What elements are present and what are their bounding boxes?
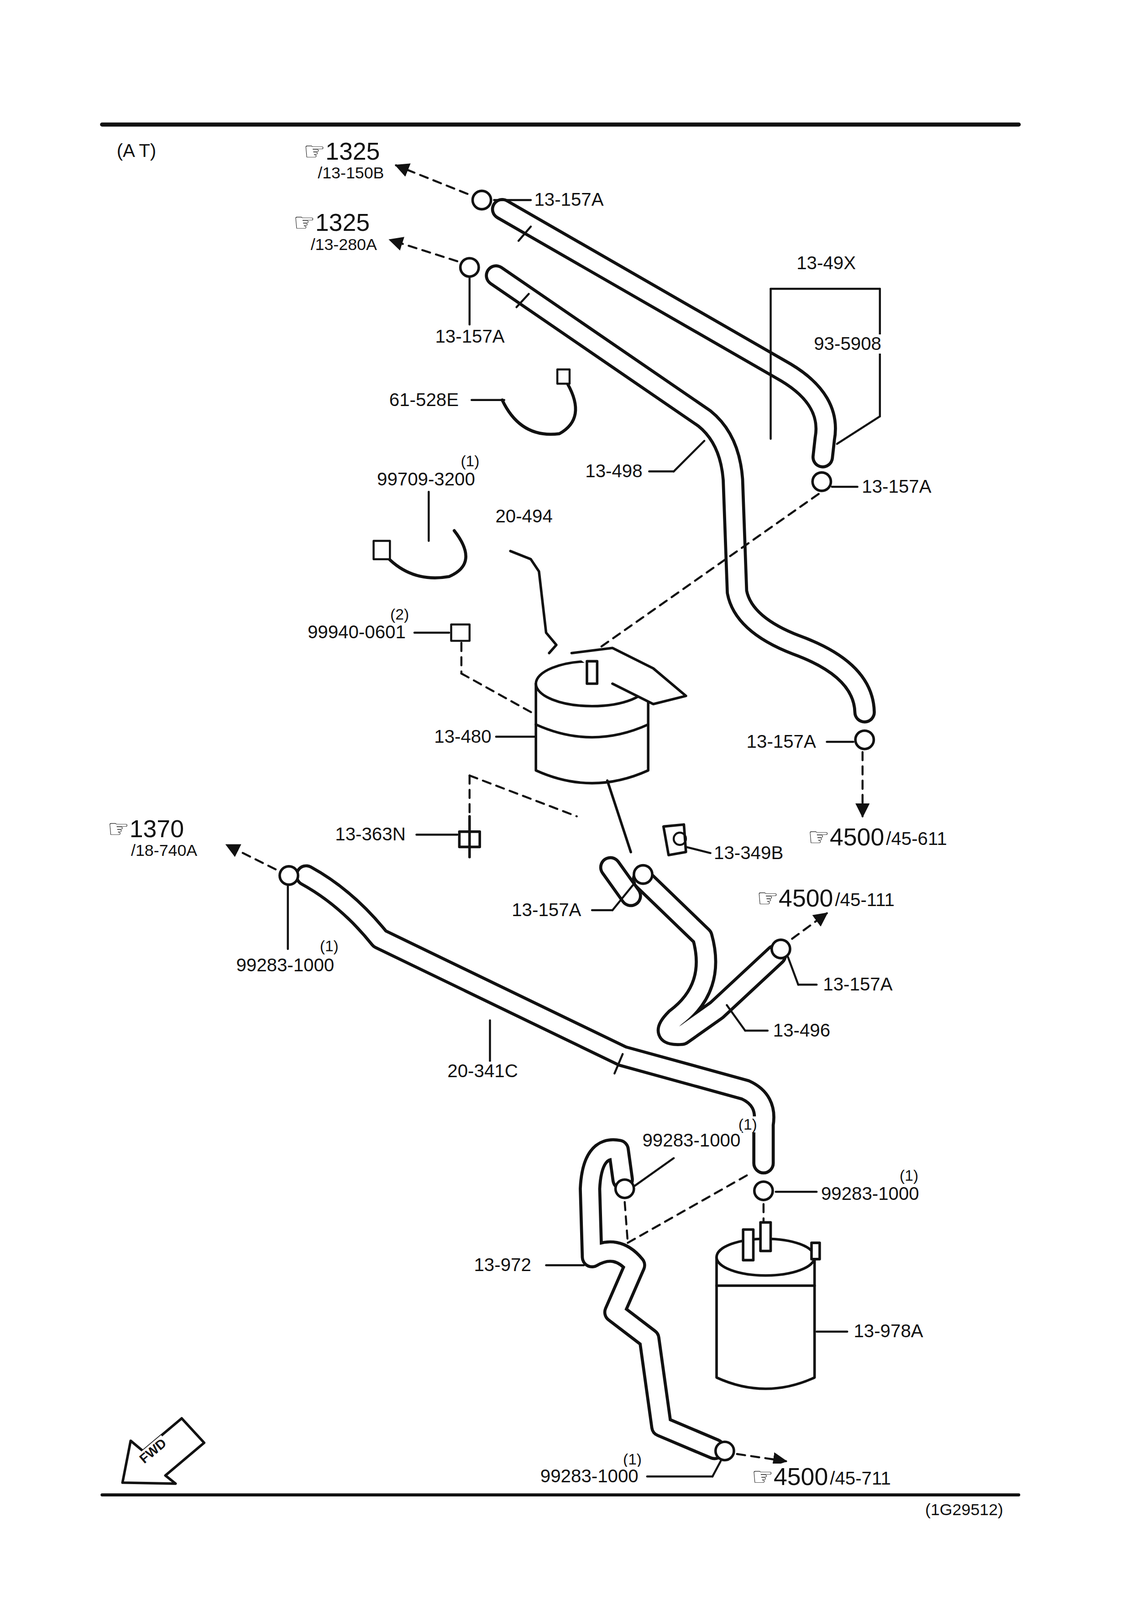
part-number: 13-157A [860,477,933,497]
part-number: 13-49X [795,253,858,273]
part-number: 99283-1000 [234,956,336,976]
part-number: (1) [318,938,341,955]
part-number: (1) [459,453,481,470]
part-number: (1) [898,1167,920,1184]
part-number: 13-496 [771,1021,832,1041]
part-number: /45-111 [833,890,896,911]
part-number: 99709-3200 [375,470,477,490]
part-number: /45-611 [884,829,949,849]
part-number: ☞1325 [302,138,382,164]
part-number: ☞4500 [806,824,886,850]
part-number: /45-711 [828,1469,893,1489]
part-number: 99940-0601 [306,623,408,643]
part-number: 13-157A [745,732,818,752]
part-number: (1) [621,1451,644,1468]
part-number: 61-528E [387,390,461,410]
part-number: ☞1325 [292,209,372,236]
part-number: 13-157A [433,327,506,347]
part-number: /18-740A [129,842,199,860]
part-number: (A T) [115,141,158,161]
part-number: 13-363N [333,825,407,845]
part-number: (2) [388,606,411,623]
part-number: /13-150B [316,164,386,183]
figure-code: (1G29512) [923,1502,1005,1520]
part-number: 13-972 [472,1256,533,1276]
part-number: 99283-1000 [640,1131,742,1151]
part-number: 93-5908 [812,334,883,354]
part-number: 13-480 [432,727,493,747]
part-number: 13-349B [712,843,785,864]
part-number: 13-157A [510,900,583,921]
part-number: 99283-1000 [539,1467,640,1487]
part-number: 13-498 [583,461,644,482]
part-number: ☞4500 [755,885,835,912]
part-number: 13-978A [852,1322,925,1342]
part-number: 20-494 [493,507,554,527]
part-number: ☞4500 [750,1464,830,1490]
part-number: /13-280A [309,236,379,254]
part-number: 13-157A [532,190,605,210]
part-number: (1) [737,1116,759,1133]
part-number: ☞1370 [106,816,186,842]
part-number: 13-157A [821,975,894,995]
part-number: 99283-1000 [819,1184,921,1205]
part-number: 20-341C [445,1062,519,1082]
